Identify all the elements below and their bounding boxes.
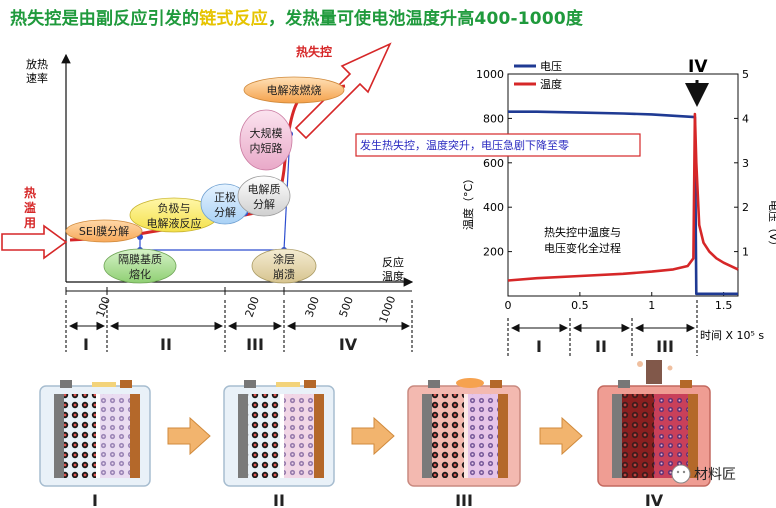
bubble-neg-text-2: 电解液反应 [147, 216, 202, 230]
x-tick-label: 0.5 [571, 299, 589, 312]
flow-arrow-3 [539, 416, 583, 456]
flow-arrow-2 [351, 416, 395, 456]
page-title: 热失控是由副反应引发的链式反应，发热量可使电池温度升高400-1000度 [10, 4, 583, 29]
right-legend: 电压 温度 [514, 60, 562, 91]
bubble-neg-text-1: 负极与 [158, 201, 191, 215]
bubble-burn [243, 76, 345, 104]
y-tick-label: 400 [483, 201, 504, 214]
bubble-short-text-2: 内短路 [250, 141, 283, 155]
y-tick-label: 1000 [476, 68, 504, 81]
y2-tick-label: 5 [742, 68, 749, 81]
bubble-coating-text-2: 崩溃 [273, 267, 295, 281]
flow-arrow-1 [167, 416, 211, 456]
abuse-label-3: 用 [23, 216, 36, 230]
x-axis-label-1: 反应 [382, 255, 404, 269]
title-highlight: 链式反应 [199, 9, 269, 29]
temp-ruler-ticks [65, 287, 285, 295]
x-tick-label: 1 [648, 299, 655, 312]
bubble-sei [65, 219, 143, 243]
blue-connector-sep [139, 240, 285, 251]
y-axis-label-2: 速率 [26, 71, 48, 85]
x-tick-label: 1.5 [715, 299, 733, 312]
bubble-separator [103, 248, 177, 284]
legend-voltage-label: 电压 [540, 60, 562, 73]
panel-1 [39, 380, 151, 487]
temp-tick-200: 200 [243, 295, 262, 319]
bubble-short-text-1: 大规模 [250, 126, 283, 140]
panel-2 [223, 380, 335, 487]
temp-tick-300: 300 [303, 295, 322, 319]
bubble-electrolyte-text-1: 电解质 [248, 182, 281, 196]
y-tick-label: 200 [483, 246, 504, 259]
left-axis-label: 温度（°C） [461, 173, 475, 230]
x-axis-label-2: 温度 [382, 269, 404, 283]
y2-tick-label: 1 [742, 246, 749, 259]
x-axis-label-right: 时间 X 10⁵ s [700, 329, 764, 342]
panel-3 [407, 378, 521, 487]
right-stage-2: II [595, 337, 607, 356]
panel-label-2: II [273, 491, 285, 508]
bubble-electrolyte-text-2: 分解 [253, 197, 275, 211]
left-stage-3: III [246, 335, 264, 354]
right-chart-plot-area [507, 73, 739, 297]
annotation-box [355, 133, 641, 157]
bubble-coating [251, 248, 317, 284]
right-stage-3: III [656, 337, 674, 356]
panel-4 [597, 354, 711, 487]
bubble-pos-text-1: 正极 [214, 190, 236, 204]
bubble-electrolyte [237, 175, 291, 217]
annotation-text: 发生热失控，温度突升，电压急剧下降至零 [360, 138, 569, 152]
title-part2: ，发热量可使电池温度升高400-1000度 [268, 9, 584, 29]
y-tick-label: 800 [483, 112, 504, 125]
temp-tick-1000: 1000 [377, 294, 399, 325]
heat-abuse-arrow [1, 224, 68, 260]
bubble-separator-text-1: 隔膜基质 [118, 253, 162, 266]
left-stage-1: I [83, 335, 89, 354]
bubble-separator-text-2: 熔化 [129, 267, 151, 281]
stage-iv-marker: IV [688, 57, 708, 77]
legend-temp-label: 温度 [540, 77, 562, 91]
y2-tick-label: 2 [742, 201, 749, 214]
temp-tick-500: 500 [337, 295, 356, 319]
stage-brackets-left [65, 300, 413, 352]
right-stage-1: I [536, 337, 542, 356]
stage-brackets-right [507, 300, 698, 356]
panel-label-4: IV [645, 491, 664, 508]
inner-caption-2: 电压变化全过程 [544, 241, 621, 255]
temp-tick-100: 100 [94, 295, 113, 319]
x-tick-label: 0 [505, 299, 512, 312]
bubble-short [239, 109, 293, 171]
voltage-line [508, 110, 738, 296]
inner-caption-1: 热失控中温度与 [544, 225, 621, 239]
abuse-label-1: 热 [24, 185, 36, 200]
left-stage-2: II [160, 335, 172, 354]
panel-label-1: I [92, 491, 98, 508]
bubble-sei-text: SEI膜分解 [79, 224, 129, 238]
y-tick-label: 600 [483, 157, 504, 170]
y-axis-label-1: 放热 [26, 57, 48, 71]
left-stage-4: IV [339, 335, 358, 354]
right-axis-label: 电压（V） [767, 200, 776, 252]
abuse-label-2: 滥 [24, 200, 36, 215]
bubble-pos-text-2: 分解 [214, 205, 236, 219]
title-part1: 热失控是由副反应引发的 [10, 9, 200, 29]
bubble-burn-text: 电解液燃烧 [267, 83, 322, 97]
y2-tick-label: 3 [742, 157, 749, 170]
watermark-text: 材料匠 [694, 467, 736, 483]
watermark: 材料匠 [671, 464, 736, 484]
right-chart-axes: 0 0.5 1 1.5 200 400 600 800 1000 1 2 3 4 5 [476, 68, 749, 312]
runaway-label: 热失控 [296, 44, 332, 59]
right-chart-series [507, 110, 739, 296]
y2-tick-label: 4 [742, 112, 749, 125]
temperature-line [507, 112, 739, 282]
bubble-coating-text-1: 涂层 [273, 252, 295, 266]
wechat-icon [671, 464, 691, 484]
panel-label-3: III [455, 491, 473, 508]
